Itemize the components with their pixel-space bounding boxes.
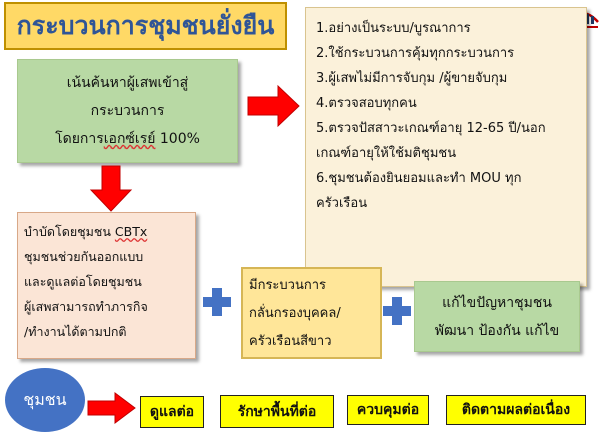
solve-line: พัฒนา ป้องกัน แก้ไข [434, 322, 560, 339]
criteria-item: 5.ตรวจปัสสาวะเกณฑ์อายุ 12-65 ปี/นอก [316, 121, 546, 136]
search-line-3: โดยการเอกซ์เรย์ 100% [55, 131, 200, 147]
treatment-line: บำบัดโดยชุมชน CBTx [24, 224, 148, 239]
treatment-line: ผู้เสพสามารถทำภารกิจ [24, 299, 148, 314]
plus-icon [203, 288, 231, 316]
search-line-1: เน้นค้นหาผู้เสพเข้าสู่ [66, 75, 189, 91]
solve-line: แก้ไขปัญหาชุมชน [442, 294, 552, 311]
screening-box: มีกระบวนการ กลั่นกรองบุคคล/ ครัวเรือนสีข… [241, 267, 382, 359]
treatment-line: และดูแลต่อโดยชุมชน [24, 274, 142, 289]
solve-problems-box: แก้ไขปัญหาชุมชน พัฒนา ป้องกัน แก้ไข [414, 281, 580, 352]
page-title: กระบวนการชุมชนยั่งยืน [4, 2, 287, 50]
search-line-2: กระบวนการ [90, 103, 165, 119]
criteria-item: 3.ผู้เสพไม่มีการจับกุม /ผู้ขายจับกุม [316, 71, 508, 86]
action-follow-up: ติดตามผลต่อเนื่อง [446, 395, 586, 425]
community-label: ชุมชน [23, 389, 67, 409]
criteria-box: 1.อย่างเป็นระบบ/บูรณาการ 2.ใช้กระบวนการค… [305, 7, 587, 287]
screening-line: มีกระบวนการ [249, 278, 326, 293]
arrow-right-icon [247, 84, 300, 128]
plus-icon [383, 297, 411, 325]
screening-line: ครัวเรือนสีขาว [249, 334, 332, 349]
criteria-item: ครัวเรือน [316, 196, 368, 211]
criteria-item: 2.ใช้กระบวนการคุ้มทุกกระบวนการ [316, 46, 515, 61]
treatment-line: /ทำงานได้ตามปกติ [24, 324, 127, 339]
community-ellipse: ชุมชน [5, 368, 85, 432]
criteria-item: 6.ชุมชนต้องยินยอมและทำ MOU ทุก [316, 171, 522, 186]
search-process-box: เน้นค้นหาผู้เสพเข้าสู่ กระบวนการ โดยการเ… [17, 59, 238, 163]
action-maintain-area: รักษาพื้นที่ต่อ [220, 395, 334, 428]
screening-line: กลั่นกรองบุคคล/ [249, 306, 341, 321]
arrow-down-icon [89, 165, 133, 212]
treatment-line: ชุมชนช่วยกันออกแบบ [24, 249, 144, 264]
treatment-box: บำบัดโดยชุมชน CBTx ชุมชนช่วยกันออกแบบ แล… [17, 212, 196, 359]
arrow-right-icon [87, 392, 136, 424]
criteria-item: เกณฑ์อายุให้ใช้มติชุมชน [316, 146, 457, 161]
action-control: ควบคุมต่อ [347, 395, 429, 425]
page-title-text: กระบวนการชุมชนยั่งยืน [16, 11, 275, 40]
criteria-item: 1.อย่างเป็นระบบ/บูรณาการ [316, 21, 471, 36]
action-care: ดูแลต่อ [140, 396, 204, 428]
criteria-item: 4.ตรวจสอบทุกคน [316, 96, 417, 111]
